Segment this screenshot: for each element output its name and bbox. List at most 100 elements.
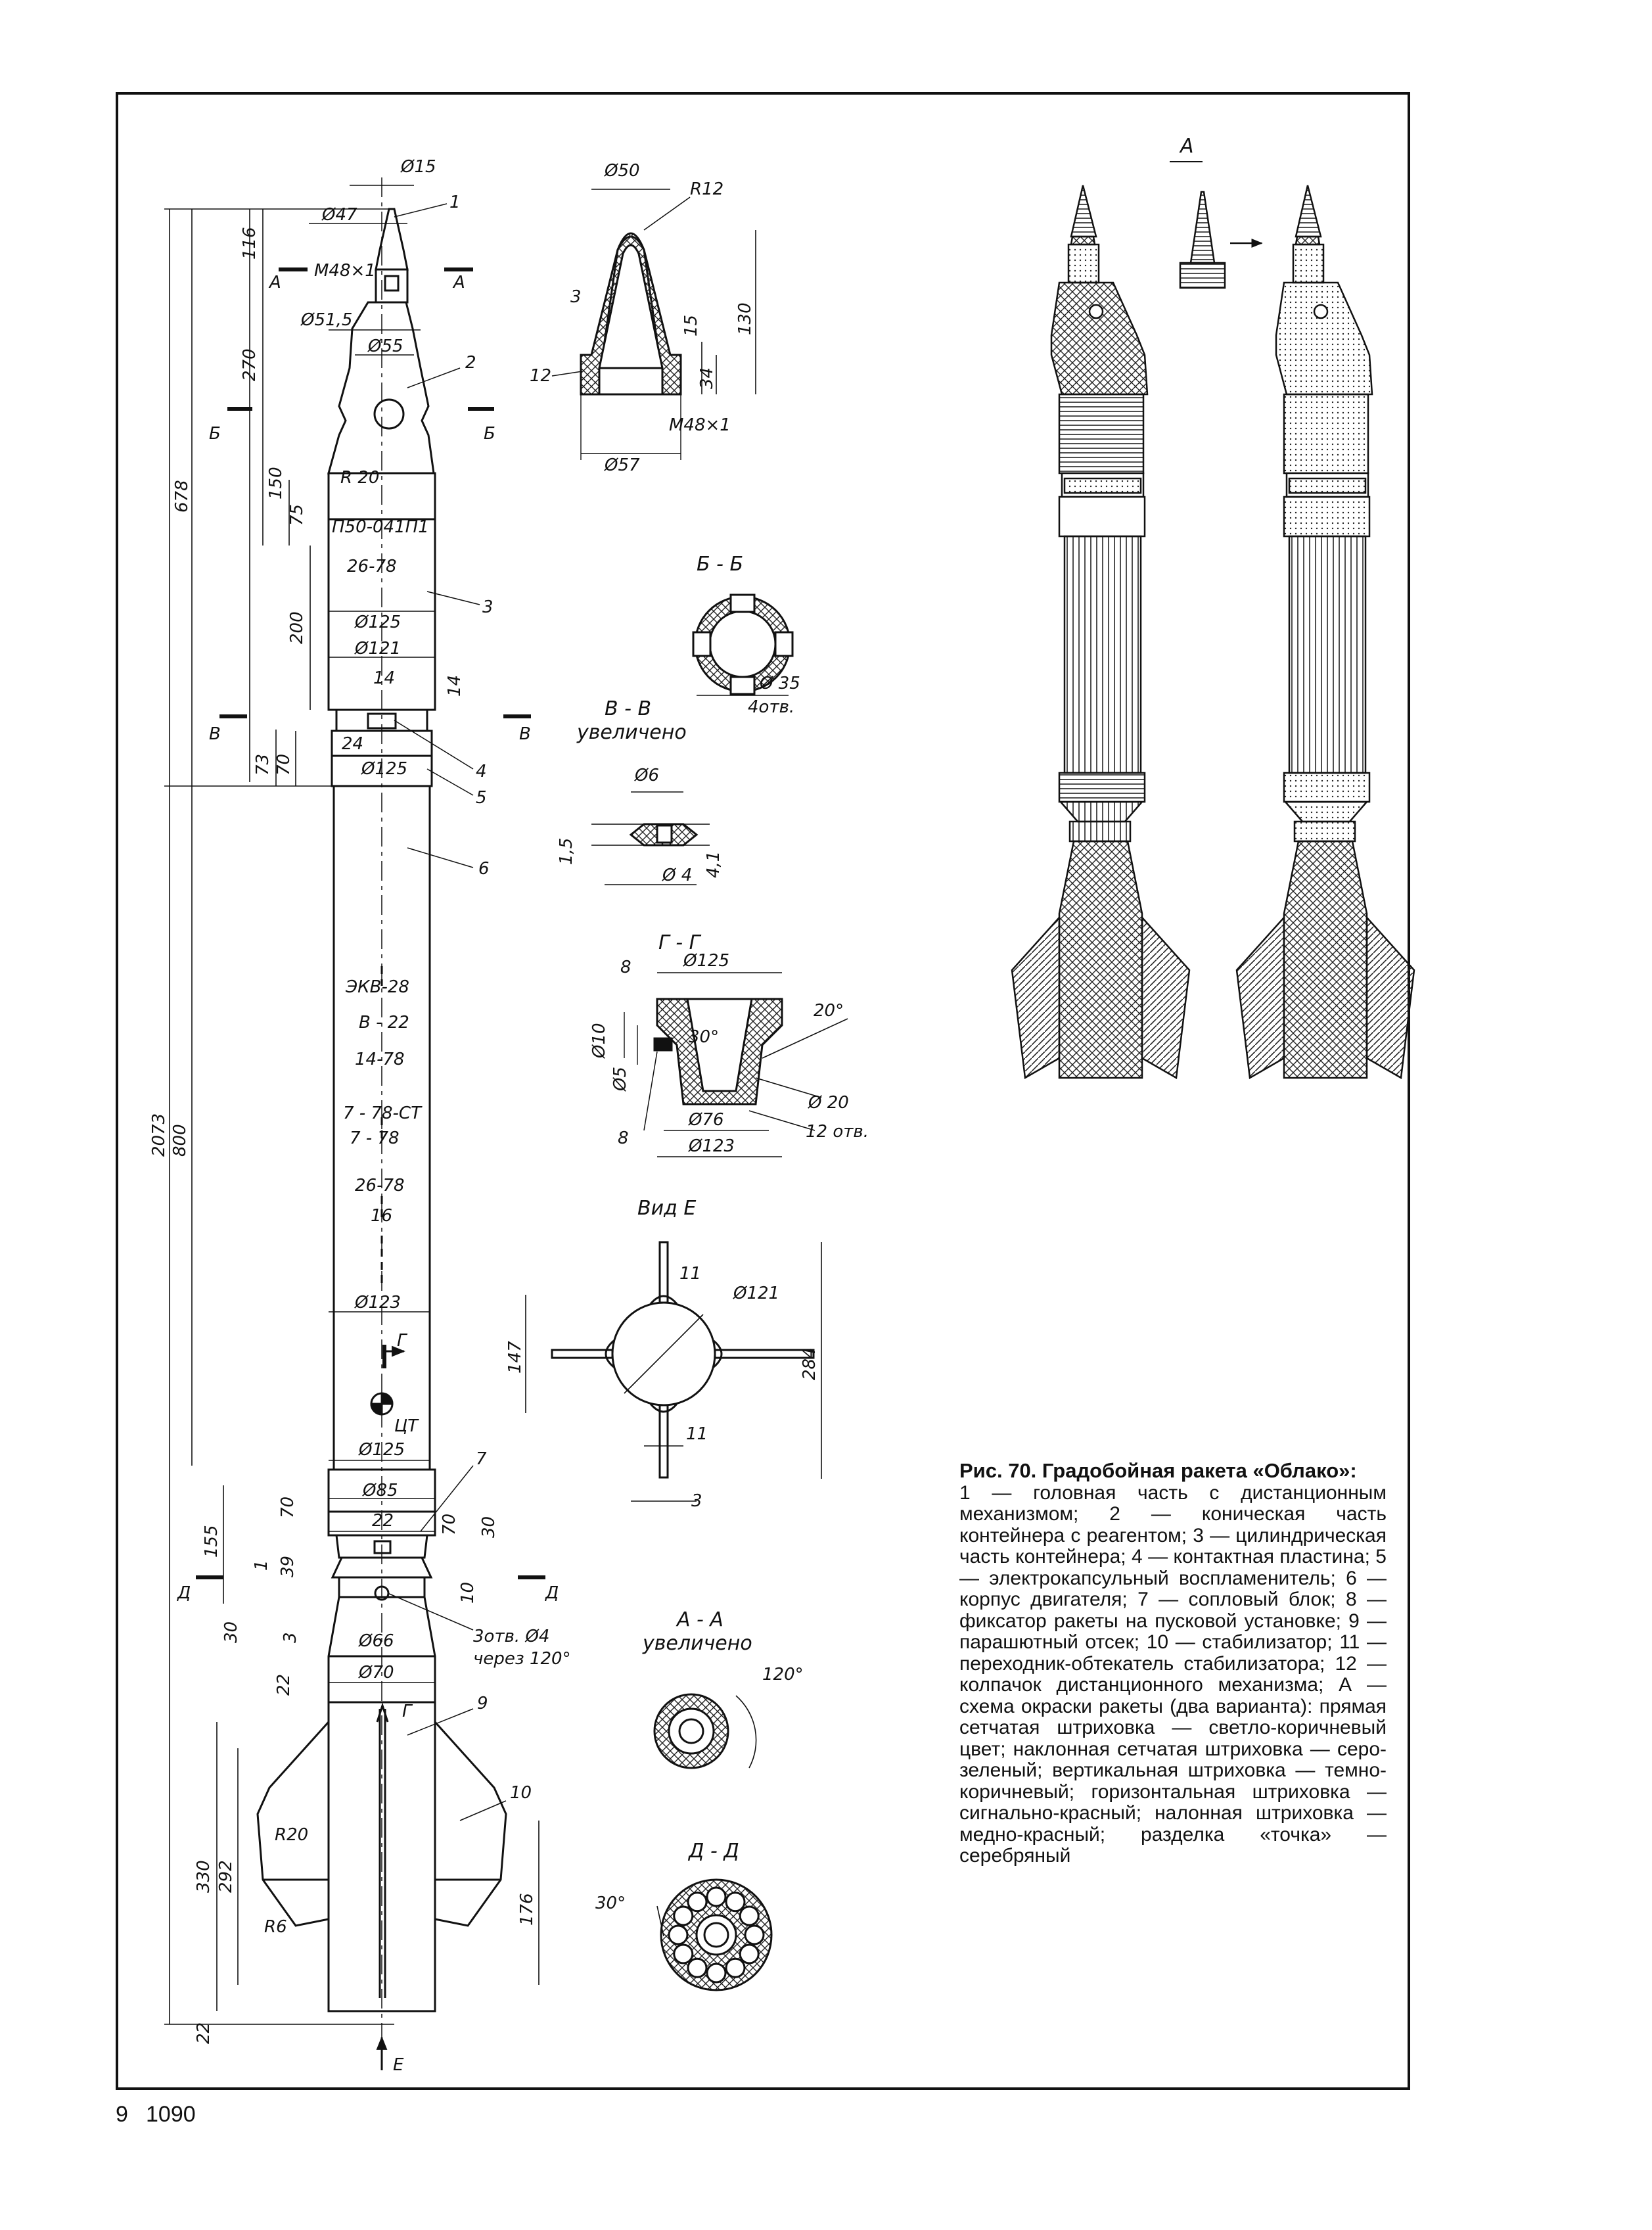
ve-11a: 11: [679, 1264, 701, 1284]
cap-r12: R12: [690, 179, 723, 199]
bb-holes: 4отв.: [748, 697, 794, 717]
cap-m48: M48×1: [669, 415, 731, 435]
cap-3: 3: [570, 287, 582, 307]
page-code: 1090: [146, 2102, 196, 2127]
ve-284: 284: [800, 1347, 819, 1380]
dim-d70: Ø70: [358, 1663, 394, 1683]
ve-d121: Ø121: [733, 1284, 779, 1303]
dim-155: 155: [202, 1525, 221, 1558]
cap-12: 12: [530, 366, 551, 386]
section-mark-b-right: Б: [484, 424, 495, 444]
dim-73: 73: [253, 754, 273, 776]
part-6: 6: [478, 859, 490, 879]
dim-70b: 70: [278, 1497, 298, 1518]
dim-3: 3: [281, 1632, 300, 1643]
section-bb-labels: Б - Б Ø 35 4отв.: [697, 553, 800, 717]
section-aa-view: [653, 1693, 757, 1769]
section-mark-a-right: А: [452, 273, 465, 292]
dd-hole: [687, 1892, 708, 1913]
text-v22: В - 22: [359, 1013, 409, 1033]
text-holes: 3отв. Ø4: [473, 1627, 549, 1646]
dd-hole: [706, 1963, 727, 1984]
dd-hole: [744, 1924, 765, 1945]
text-78st: 7 - 78-СТ: [343, 1103, 423, 1123]
dim-m48: M48×1: [314, 261, 376, 281]
vv-d6: Ø6: [634, 766, 659, 785]
dim-800: 800: [170, 1124, 190, 1157]
dim-330: 330: [194, 1860, 214, 1893]
dd-holes: [668, 1886, 765, 1984]
vv-15: 1,5: [557, 838, 576, 865]
caption-title: Рис. 70. Градобойная ракета «Облако»:: [959, 1459, 1357, 1482]
dd-hole: [739, 1943, 760, 1964]
gg-a30: 30°: [689, 1027, 719, 1047]
section-mark-v-right: В: [519, 724, 531, 744]
gg-d123: Ø123: [688, 1136, 735, 1156]
dim-70c: 70: [440, 1514, 459, 1535]
cap-34: 34: [697, 367, 717, 389]
section-aa-title: А - А: [676, 1608, 723, 1631]
gg-8a: 8: [620, 958, 631, 977]
section-mark-v-left: В: [209, 724, 221, 744]
dim-d15: Ø15: [400, 157, 436, 177]
section-mark-b-left: Б: [209, 424, 221, 444]
ve-3: 3: [691, 1491, 702, 1511]
cap-15: 15: [681, 315, 701, 337]
text-2678a: 26-78: [347, 557, 397, 576]
dim-d121: Ø121: [354, 639, 401, 659]
part-4: 4: [476, 762, 487, 781]
dim-24: 24: [342, 734, 363, 754]
section-dd-labels: Д - Д 30°: [595, 1840, 739, 1913]
part-9: 9: [477, 1694, 488, 1713]
section-vv-title: В - В: [605, 697, 651, 720]
cap-d57: Ø57: [604, 455, 640, 475]
caption-body: 1 — головная часть с дистанционным механ…: [959, 1481, 1387, 1867]
part-7: 7: [476, 1449, 487, 1469]
gg-d5: Ø5: [610, 1067, 630, 1092]
dd-hole: [739, 1905, 760, 1926]
dim-d47: Ø47: [321, 205, 357, 225]
section-vv-subtitle: увеличено: [576, 721, 687, 744]
dim-22a: 22: [274, 1674, 294, 1696]
gg-d125: Ø125: [683, 951, 729, 971]
dim-d125c: Ø125: [358, 1440, 405, 1460]
dd-a30: 30°: [595, 1893, 626, 1913]
main-rocket-view: [164, 177, 545, 2070]
dd-hole: [725, 1957, 746, 1978]
dd-hole: [673, 1905, 694, 1926]
part-10: 10: [510, 1783, 532, 1803]
section-aa-subtitle: увеличено: [642, 1632, 752, 1655]
dim-d66: Ø66: [358, 1631, 394, 1651]
gg-d10: Ø10: [589, 1023, 609, 1059]
text-1478: 14-78: [355, 1050, 405, 1069]
dd-hole: [673, 1943, 694, 1964]
section-gg-view: [624, 972, 848, 1157]
dim-d55: Ø55: [367, 337, 403, 356]
dim-30b: 30: [221, 1621, 241, 1643]
view-e-drawing: [525, 1241, 822, 1502]
text-778: 7 - 78: [350, 1128, 400, 1148]
paint-variant-1: [1011, 185, 1191, 1080]
dim-30a: 30: [479, 1516, 499, 1538]
ve-147: 147: [505, 1341, 525, 1374]
text-16: 16: [371, 1206, 392, 1226]
section-bb-title: Б - Б: [697, 553, 743, 576]
dd-hole: [668, 1924, 689, 1945]
section-bb-view: [692, 593, 794, 696]
dim-39: 39: [278, 1556, 298, 1577]
section-mark-g: Г: [397, 1331, 408, 1351]
part-1: 1: [449, 193, 461, 212]
section-mark-a-left: А: [268, 273, 281, 292]
dim-14b: 14: [445, 675, 465, 697]
ve-11b: 11: [686, 1424, 708, 1444]
dim-d125b: Ø125: [361, 759, 407, 779]
cap-130: 130: [735, 302, 755, 335]
dim-150: 150: [266, 467, 286, 499]
dim-d123: Ø123: [354, 1293, 401, 1312]
section-mark-d-right: Д: [545, 1583, 559, 1603]
section-gg-labels: Г - Г Ø125 8 Ø10 Ø5 30° 20° Ø76 Ø 20 12 …: [589, 931, 869, 1156]
page-number: 9: [116, 2102, 128, 2127]
dim-70a: 70: [274, 754, 294, 776]
dim-1: 1: [252, 1560, 271, 1571]
